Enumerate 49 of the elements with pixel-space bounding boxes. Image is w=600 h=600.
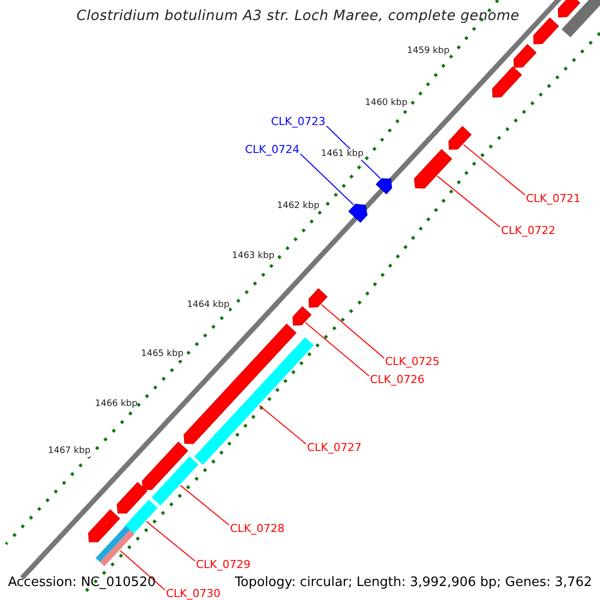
gene-feature (533, 17, 560, 44)
leader-line (180, 484, 230, 526)
feature-bar (562, 0, 600, 38)
accession-text: Accession: NC_010520 (8, 576, 156, 589)
gene-feature (184, 324, 297, 444)
tick-label: 1467 kbp (48, 446, 90, 457)
gene-feature (308, 288, 328, 308)
tick-label: 1463 kbp (232, 251, 274, 262)
feature-bar (96, 526, 134, 566)
gene-feature (558, 0, 580, 18)
gene-label: CLK_0729 (196, 558, 251, 571)
leader-line (304, 322, 370, 376)
tick-label: 1464 kbp (187, 300, 230, 311)
gene-feature (514, 44, 537, 68)
leader-line (436, 176, 500, 228)
gene-feature (292, 306, 312, 326)
gene-label: CLK_0730 (166, 587, 221, 600)
gene-feature (116, 482, 148, 514)
genome-stats-text: Topology: circular; Length: 3,992,906 bp; Genes: 3,762 (234, 576, 592, 589)
gene-label: CLK_0723 (271, 115, 326, 128)
tick-label: 1460 kbp (365, 98, 408, 109)
gene-feature (448, 126, 472, 150)
feature-bar (124, 500, 158, 534)
leader-line (462, 144, 526, 196)
gene-label: CLK_0721 (526, 192, 581, 205)
leader-line (146, 520, 196, 562)
gene-label: CLK_0725 (385, 355, 440, 368)
tick-label: 1465 kbp (141, 349, 184, 360)
tick-label: 1462 kbp (277, 201, 320, 212)
leader-line (320, 304, 384, 358)
leader-line (300, 154, 354, 206)
gene-label: CLK_0726 (370, 373, 425, 386)
feature-bar (152, 456, 198, 506)
tick-label: 1459 kbp (407, 46, 450, 57)
genome-title: Clostridium botulinum A3 str. Loch Maree, complete genome (76, 10, 520, 23)
gene-feature (376, 178, 392, 194)
gene-feature (492, 66, 522, 98)
leader-line (258, 404, 306, 444)
gene-feature (88, 509, 120, 542)
gene-feature (142, 442, 188, 490)
gene-label: CLK_0728 (230, 522, 285, 535)
tick-label: 1461 kbp (321, 149, 364, 160)
gene-label: CLK_0724 (245, 143, 300, 156)
gene-label: CLK_0722 (501, 224, 556, 237)
gene-feature (414, 148, 452, 188)
gene-feature (348, 204, 368, 223)
gene-label: CLK_0727 (307, 441, 362, 454)
leader-line (120, 550, 166, 590)
tick-label: 1466 kbp (95, 399, 138, 410)
